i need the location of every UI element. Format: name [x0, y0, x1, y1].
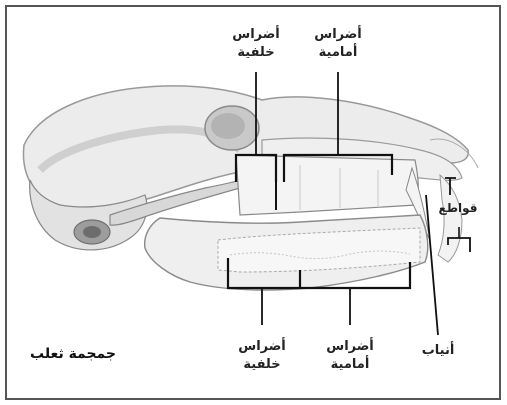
label-lower-premolars-line2: أمامية	[316, 356, 384, 374]
label-lower-molars-line1: أضراس	[228, 338, 296, 356]
label-canine-text: أنياب	[408, 342, 468, 360]
label-upper-premolars: أضراس أمامية	[304, 26, 372, 61]
label-upper-premolars-line1: أضراس	[304, 26, 372, 44]
label-upper-molars-line1: أضراس	[222, 26, 290, 44]
label-lower-molars-line2: خلفية	[228, 356, 296, 374]
label-upper-molars: أضراس خلفية	[222, 26, 290, 61]
label-canine: أنياب	[408, 342, 468, 360]
label-incisors: قواطع	[428, 200, 488, 216]
label-upper-molars-line2: خلفية	[222, 44, 290, 62]
caption-fox-skull: جمجمة ثعلب	[30, 346, 116, 362]
label-lower-molars: أضراس خلفية	[228, 338, 296, 373]
label-upper-premolars-line2: أمامية	[304, 44, 372, 62]
label-incisors-text: قواطع	[428, 200, 488, 216]
label-lower-premolars: أضراس أمامية	[316, 338, 384, 373]
label-lower-premolars-line1: أضراس	[316, 338, 384, 356]
